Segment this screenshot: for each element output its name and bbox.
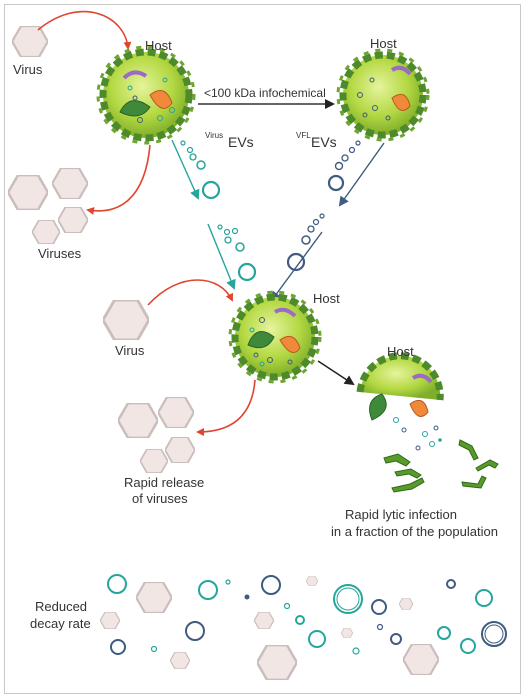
virus-label-mid: Virus <box>115 343 145 358</box>
release-arrow-top <box>86 144 151 215</box>
rapid-release-line1: Rapid release <box>124 475 204 490</box>
host-cell-top-right <box>336 48 430 142</box>
host-label-top-left: Host <box>145 38 172 53</box>
infection-arrow-mid <box>147 279 234 306</box>
infochemical-label: <100 kDa infochemical <box>204 86 326 100</box>
virus-label-top: Virus <box>13 62 43 77</box>
vfl-evs-label: EVs <box>311 134 337 150</box>
host-label-top-right: Host <box>370 36 397 51</box>
release-arrow-mid <box>196 379 256 436</box>
virus-evs-vesicles-mid <box>217 224 257 282</box>
vfl-evs-vesicles-top <box>327 140 361 192</box>
host-cell-top-left <box>96 45 196 145</box>
virus-cluster-released <box>8 168 88 244</box>
lysis-arrow <box>317 360 355 386</box>
vfl-evs-arrow-top <box>338 142 385 207</box>
host-cell-mid <box>228 290 322 384</box>
membrane-fragments <box>383 439 499 493</box>
vfl-evs-vesicles-mid <box>286 213 325 272</box>
host-label-mid: Host <box>313 291 340 306</box>
bottom-virus-particles <box>100 576 439 680</box>
reduced-line1: Reduced <box>35 599 87 614</box>
virus-evs-arrow-top <box>171 139 200 200</box>
infection-arrow-top <box>37 10 132 50</box>
lytic-line1: Rapid lytic infection <box>345 507 457 522</box>
reduced-line2: decay rate <box>30 616 91 631</box>
bottom-vesicles <box>107 574 507 655</box>
viruses-label: Viruses <box>38 246 82 261</box>
vfl-evs-arrow-mid <box>270 231 323 302</box>
rapid-release-line2: of viruses <box>132 491 188 506</box>
virus-evs-arrow-mid <box>207 223 236 290</box>
virus-cluster-rapid-release <box>118 397 195 473</box>
lytic-line2: in a fraction of the population <box>331 524 498 539</box>
virus-evs-vesicles-top <box>180 140 221 200</box>
virus-particle-icon <box>12 26 48 57</box>
virus-evs-superscript: Virus <box>205 131 223 140</box>
host-cell-lysing <box>356 352 444 451</box>
vfl-evs-superscript: VFL <box>296 131 311 140</box>
virus-evs-label: EVs <box>228 134 254 150</box>
host-label-right: Host <box>387 344 414 359</box>
virus-particle-mid-icon <box>103 300 149 340</box>
figure-frame <box>4 4 521 694</box>
